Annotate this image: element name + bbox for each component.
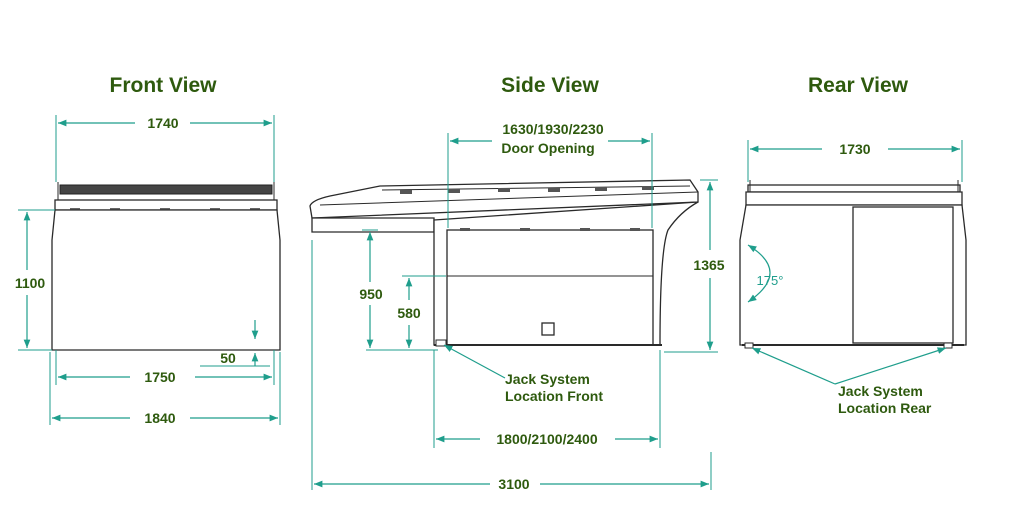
jack-rear-line2: Location Rear <box>838 400 932 416</box>
side-view-drawing <box>309 179 699 347</box>
rear-angle: 175° <box>757 273 784 288</box>
rear-dimensions: 1730 175° Jack System Location Rear <box>747 140 963 416</box>
side-height-580: 580 <box>397 305 421 321</box>
front-width-bottom: 1840 <box>144 410 175 426</box>
front-view-title: Front View <box>110 74 218 97</box>
side-height-total: 1365 <box>693 257 724 273</box>
side-height-950: 950 <box>359 286 383 302</box>
side-view-title: Side View <box>501 74 599 97</box>
door-opening-label: Door Opening <box>501 140 594 156</box>
rear-roof-rail <box>747 184 961 193</box>
front-ground-clearance: 50 <box>220 350 236 366</box>
jack-front-line2: Location Front <box>505 388 603 404</box>
rear-top-trim <box>745 191 963 206</box>
side-length-total: 3100 <box>498 476 529 492</box>
front-body <box>51 209 281 351</box>
front-view-drawing <box>51 182 281 351</box>
side-door-handle <box>541 322 555 336</box>
rear-angle-arc <box>747 244 771 303</box>
jack-front-line1: Jack System <box>505 371 590 387</box>
jack-rear-line1: Jack System <box>838 383 923 399</box>
front-roof-rack <box>59 184 273 195</box>
front-width-top: 1740 <box>147 115 178 131</box>
side-dimensions: 1630/1930/2230 Door Opening 1365 950 580… <box>311 121 725 492</box>
door-opening-values: 1630/1930/2230 <box>502 121 603 137</box>
front-width-mid: 1750 <box>144 369 175 385</box>
rear-view-drawing <box>739 180 967 349</box>
side-length-inner: 1800/2100/2400 <box>496 431 597 447</box>
rear-view-title: Rear View <box>808 74 909 97</box>
front-dimensions: 1740 1100 1750 50 1840 <box>15 115 281 426</box>
rear-width: 1730 <box>839 141 870 157</box>
front-height: 1100 <box>15 275 46 291</box>
rear-door <box>852 206 954 344</box>
